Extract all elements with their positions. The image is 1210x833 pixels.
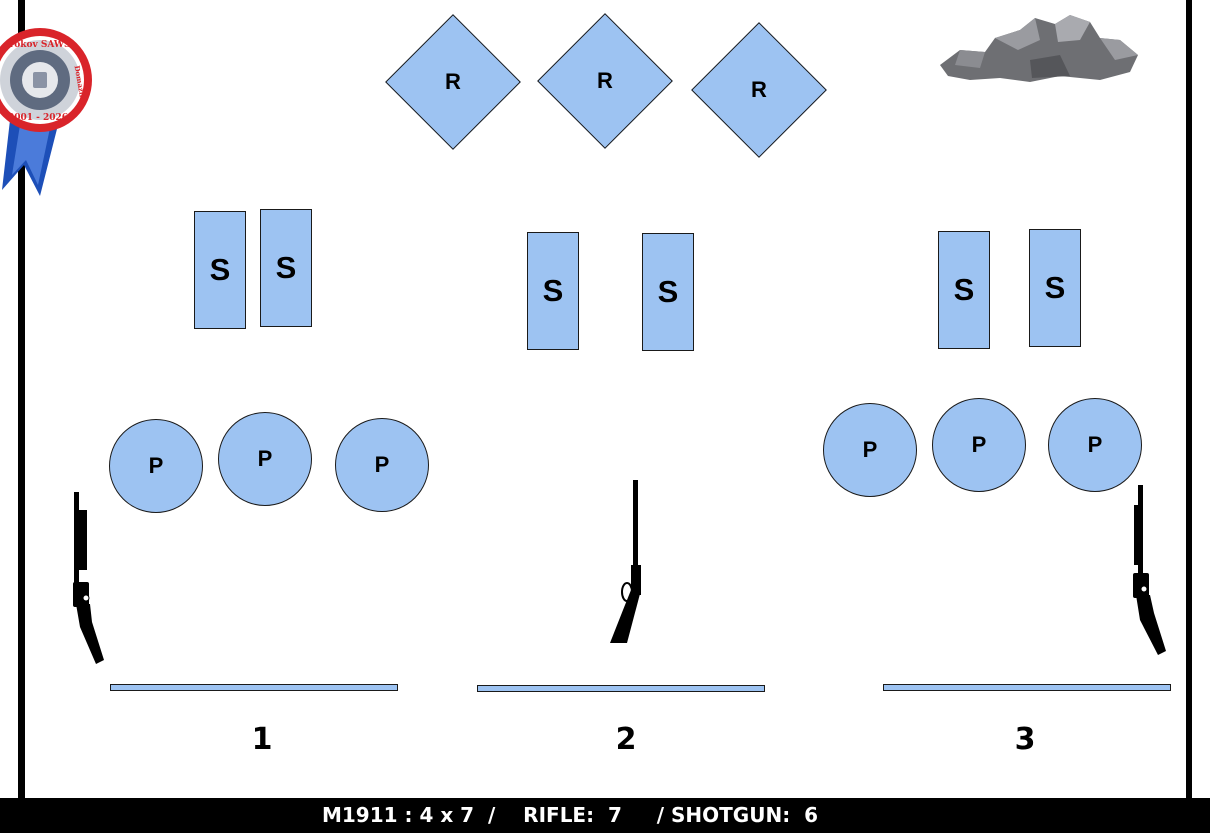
badge-text-bottom: 2001 - 2026 — [8, 113, 68, 123]
station-number-1: 1 — [251, 722, 273, 757]
shooting-position-bar-3 — [883, 684, 1171, 691]
pistol-target-6: P — [1048, 398, 1142, 492]
rock-pile-icon — [940, 15, 1138, 82]
steel-target-1: S — [194, 211, 246, 329]
shotgun-icon — [73, 492, 104, 664]
pistol-target-5: P — [932, 398, 1026, 492]
steel-target-5: S — [938, 231, 990, 349]
shotgun-icon — [1133, 485, 1166, 655]
pistol-target-4: P — [823, 403, 917, 497]
pistol-target-3: P — [335, 418, 429, 512]
rifle-target-label: R — [751, 76, 767, 102]
rifle-target-label: R — [597, 67, 613, 93]
steel-target-2: S — [260, 209, 312, 327]
anniversary-badge-logo: rokov SAWS 2001 - 2026 Domažlice — [0, 28, 92, 196]
station-number-3: 3 — [1014, 722, 1036, 757]
pistol-target-1: P — [109, 419, 203, 513]
rifle-target-1: R — [385, 14, 521, 150]
frame-right-border — [1186, 0, 1192, 798]
rifle-target-label: R — [445, 68, 461, 94]
round-count-text: M1911 : 4 x 7 / RIFLE: 7 / SHOTGUN: 6 — [321, 803, 819, 827]
round-count-footer: M1911 : 4 x 7 / RIFLE: 7 / SHOTGUN: 6 — [0, 798, 1210, 833]
badge-text-top: rokov SAWS — [10, 40, 71, 50]
pistol-target-2: P — [218, 412, 312, 506]
steel-target-4: S — [642, 233, 694, 351]
frame-left-border — [18, 0, 25, 798]
rifle-target-3: R — [691, 22, 827, 158]
rifle-icon — [610, 480, 641, 643]
steel-target-6: S — [1029, 229, 1081, 347]
shooting-position-bar-2 — [477, 685, 765, 692]
station-number-2: 2 — [615, 722, 637, 757]
shooting-position-bar-1 — [110, 684, 398, 691]
steel-target-3: S — [527, 232, 579, 350]
rifle-target-2: R — [537, 13, 673, 149]
